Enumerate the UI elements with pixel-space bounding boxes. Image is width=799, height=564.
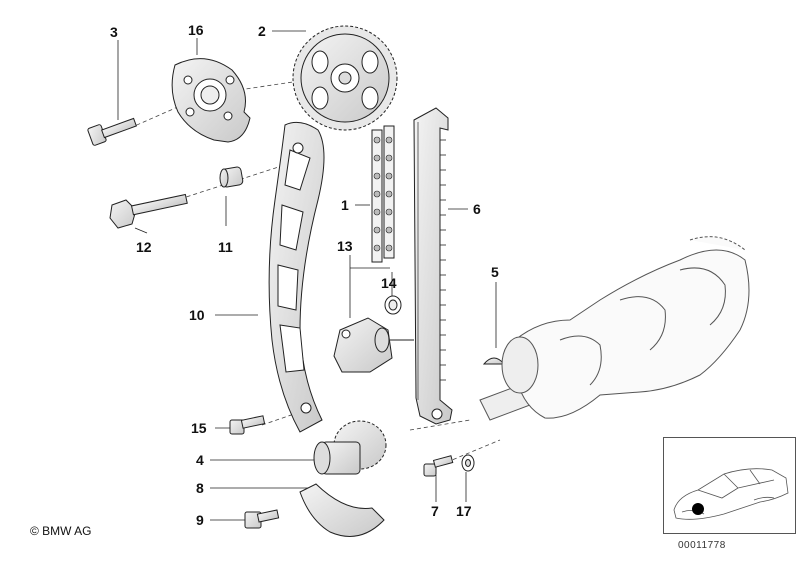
vehicle-location-inset [663,437,796,534]
woodruff-key[interactable] [482,357,506,365]
callout-5[interactable]: 5 [491,264,499,280]
callout-1[interactable]: 1 [341,197,349,213]
callout-3[interactable]: 3 [110,24,118,40]
callout-15[interactable]: 15 [191,420,207,436]
cover-plate[interactable] [171,58,251,143]
callout-2[interactable]: 2 [258,23,266,39]
callout-12[interactable]: 12 [136,239,152,255]
bolt-12[interactable] [109,193,188,229]
crankshaft [479,236,750,421]
sleeve-11[interactable] [219,166,244,188]
chain-tensioner[interactable] [333,317,414,373]
washer[interactable] [461,454,475,472]
bolt-15[interactable] [229,415,266,435]
lower-cover[interactable] [299,483,385,537]
diagram-number: 00011778 [678,540,726,551]
bolt-9[interactable] [244,509,280,529]
timing-chain[interactable] [371,125,395,263]
callout-11[interactable]: 11 [218,239,233,255]
bolt-7[interactable] [423,455,454,477]
callout-7[interactable]: 7 [431,503,439,519]
callout-6[interactable]: 6 [473,201,481,217]
location-marker [692,503,704,515]
seal-ring[interactable] [384,295,402,315]
callout-16[interactable]: 16 [188,22,204,38]
callout-10[interactable]: 10 [189,307,205,323]
callout-13[interactable]: 13 [337,238,353,254]
callout-8[interactable]: 8 [196,480,204,496]
camshaft-sprocket[interactable] [292,25,398,131]
car-outline-icon [673,468,789,520]
tensioner-rail[interactable] [268,121,325,433]
callout-4[interactable]: 4 [196,452,204,468]
guide-rail[interactable] [413,107,453,425]
callout-14[interactable]: 14 [381,275,397,291]
crankshaft-sprocket[interactable] [313,420,387,475]
bolt-3[interactable] [87,117,137,146]
copyright-label: © BMW AG [30,524,92,538]
callout-17[interactable]: 17 [456,503,472,519]
callout-9[interactable]: 9 [196,512,204,528]
